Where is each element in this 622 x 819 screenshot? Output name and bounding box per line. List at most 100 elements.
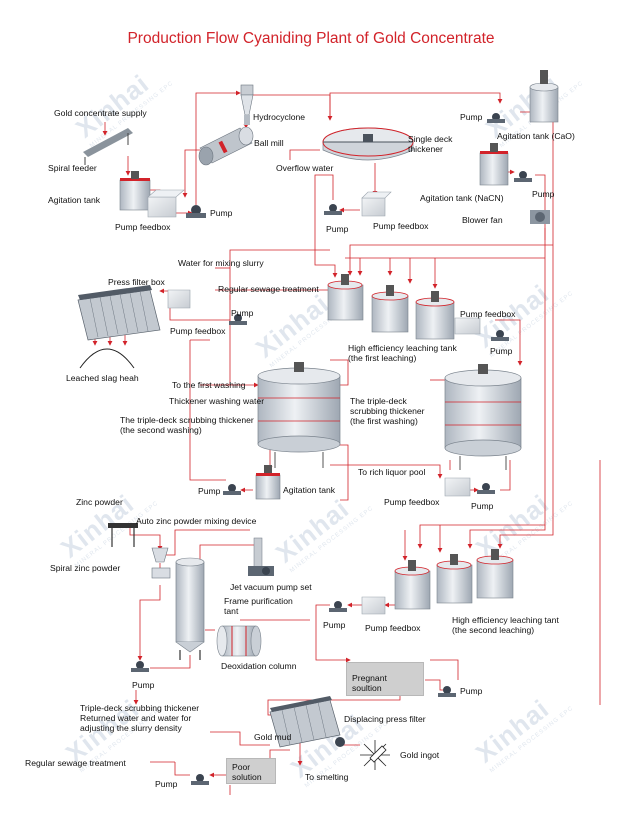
label-spiral-zinc-powder: Spiral zinc powder <box>50 563 121 573</box>
label-pump-feedbox-3: Pump feedbox <box>170 326 226 336</box>
agitation-tank-cao <box>529 70 559 123</box>
label-pump-4: Pump <box>326 224 349 234</box>
single-deck-thickener <box>322 127 414 161</box>
triple-deck-thickener-second <box>257 362 341 468</box>
pump-3 <box>514 171 532 182</box>
label-pump-feedbox-2: Pump feedbox <box>373 221 429 231</box>
label-triple-deck-returned: Triple-deck scrubbing thickener Returned… <box>80 703 200 733</box>
pump-2 <box>487 113 505 123</box>
label-jet-vacuum-pump-set: Jet vacuum pump set <box>230 582 312 592</box>
label-agitation-tank-1: Agitation tank <box>48 195 101 205</box>
label-pump-feedbox-5: Pump feedbox <box>384 497 440 507</box>
agitation-tank-2 <box>255 465 281 500</box>
pump-feedbox-1 <box>147 189 185 218</box>
label-water-for-mixing-slurry: Water for mixing slurry <box>178 258 264 268</box>
displacing-press-filter <box>269 696 345 748</box>
label-triple-deck-first: The triple-deck scrubbing thickener (the… <box>350 396 425 426</box>
spiral-feeder <box>83 128 133 165</box>
pump-12 <box>191 774 209 785</box>
label-pump-8: Pump <box>198 486 221 496</box>
pump-10 <box>131 661 149 672</box>
label-press-filter-box: Press filter box <box>108 277 165 287</box>
label-zinc-powder: Zinc powder <box>76 497 123 507</box>
agitation-tank-1 <box>119 171 151 211</box>
label-regular-sewage-treatment-1: Regular sewage treatment <box>218 284 319 294</box>
label-pump-feedbox-1: Pump feedbox <box>115 222 171 232</box>
label-gold-ingot: Gold ingot <box>400 750 440 760</box>
label-pump-feedbox-6: Pump feedbox <box>365 623 421 633</box>
diagram-title: Production Flow Cyaniding Plant of Gold … <box>127 30 495 47</box>
label-ball-mill: Ball mill <box>254 138 284 148</box>
label-pump-2: Pump <box>460 112 483 122</box>
frame-purification-column <box>175 557 205 660</box>
label-blower-fan: Blower fan <box>462 215 503 225</box>
jet-vacuum-pump-set <box>248 537 274 576</box>
pump-5 <box>229 314 247 325</box>
pump-feedbox-6 <box>361 596 386 615</box>
label-gold-mud: Gold mud <box>254 732 292 742</box>
label-pump-7: Pump <box>471 501 494 511</box>
label-pump-6: Pump <box>490 346 513 356</box>
label-pump-3: Pump <box>532 189 555 199</box>
label-high-efficiency-leaching-2: High efficiency leaching tant (the secon… <box>452 615 559 635</box>
pump-6 <box>491 330 509 341</box>
label-single-deck-thickener: Single deck thickener <box>408 134 453 154</box>
gold-ingot-icon <box>360 740 390 770</box>
pump-feedbox-3 <box>167 289 191 309</box>
leaching-tank-1b <box>371 285 409 333</box>
press-filter-box <box>77 285 161 341</box>
leaching-tank-2a <box>394 560 431 610</box>
label-hydrocyclone: Hydrocyclone <box>253 112 306 122</box>
label-spiral-feeder: Spiral feeder <box>48 163 97 173</box>
deoxidation-column <box>216 625 262 657</box>
label-to-rich-liquor-pool: To rich liquor pool <box>358 467 426 477</box>
leaching-tank-1a <box>327 274 364 321</box>
label-auto-zinc-powder-mixing: Auto zinc powder mixing device <box>136 516 257 526</box>
agitation-tank-nacn <box>479 143 509 186</box>
label-pump-9: Pump <box>323 620 346 630</box>
label-leached-slag-heap: Leached slag heah <box>66 373 139 383</box>
label-pump-11: Pump <box>460 686 483 696</box>
label-triple-deck-second: The triple-deck scrubbing thickener (the… <box>120 415 254 435</box>
pump-9 <box>329 601 347 612</box>
label-high-efficiency-leaching-1: High efficiency leaching tank (the first… <box>348 343 457 363</box>
label-thickener-washing-water: Thickener washing water <box>169 396 265 406</box>
pump-8 <box>223 484 241 495</box>
label-regular-sewage-treatment-2: Regular sewage treatment <box>25 758 126 768</box>
triple-deck-thickener-first <box>444 364 522 470</box>
blower-fan <box>530 210 550 224</box>
label-to-smelting: To smelting <box>305 772 349 782</box>
leaching-tank-2c <box>476 549 514 599</box>
pregnant-solution-box: Pregnant soultion <box>346 662 424 696</box>
zinc-powder-frame <box>108 523 138 547</box>
label-pump-10: Pump <box>132 680 155 690</box>
leaching-tank-1c <box>415 291 455 340</box>
pump-1 <box>186 205 206 218</box>
pump-11 <box>438 686 456 697</box>
leaching-tank-2b <box>436 554 473 604</box>
label-pump-12: Pump <box>155 779 178 789</box>
leached-slag-heap <box>79 348 135 369</box>
ball-mill <box>198 126 254 166</box>
label-pump-feedbox-4: Pump feedbox <box>460 309 516 319</box>
label-overflow-water: Overflow water <box>276 163 334 173</box>
label-deoxidation-column: Deoxidation column <box>221 661 297 671</box>
label-gold-concentrate-supply: Gold concentrate supply <box>54 108 147 118</box>
pump-feedbox-2 <box>361 191 392 217</box>
pump-4 <box>324 204 342 215</box>
pump-feedbox-4 <box>454 317 481 335</box>
pump-feedbox-5 <box>444 477 471 497</box>
label-pump-5: Pump <box>231 308 254 318</box>
label-pump-1: Pump <box>210 208 233 218</box>
pump-7 <box>477 483 495 494</box>
poor-solution-box: Poor solution <box>226 758 276 784</box>
label-displacing-press-filter: Displacing press filter <box>344 714 426 724</box>
label-agitation-tank-nacn: Agitation tank (NaCN) <box>420 193 504 203</box>
label-frame-purification: Frame purification tant <box>224 596 293 616</box>
auto-zinc-mixing-device <box>151 547 171 579</box>
hydrocyclone <box>240 84 254 125</box>
label-agitation-tank-2: Agitation tank <box>283 485 336 495</box>
label-to-first-washing: To the first washing <box>172 380 246 390</box>
